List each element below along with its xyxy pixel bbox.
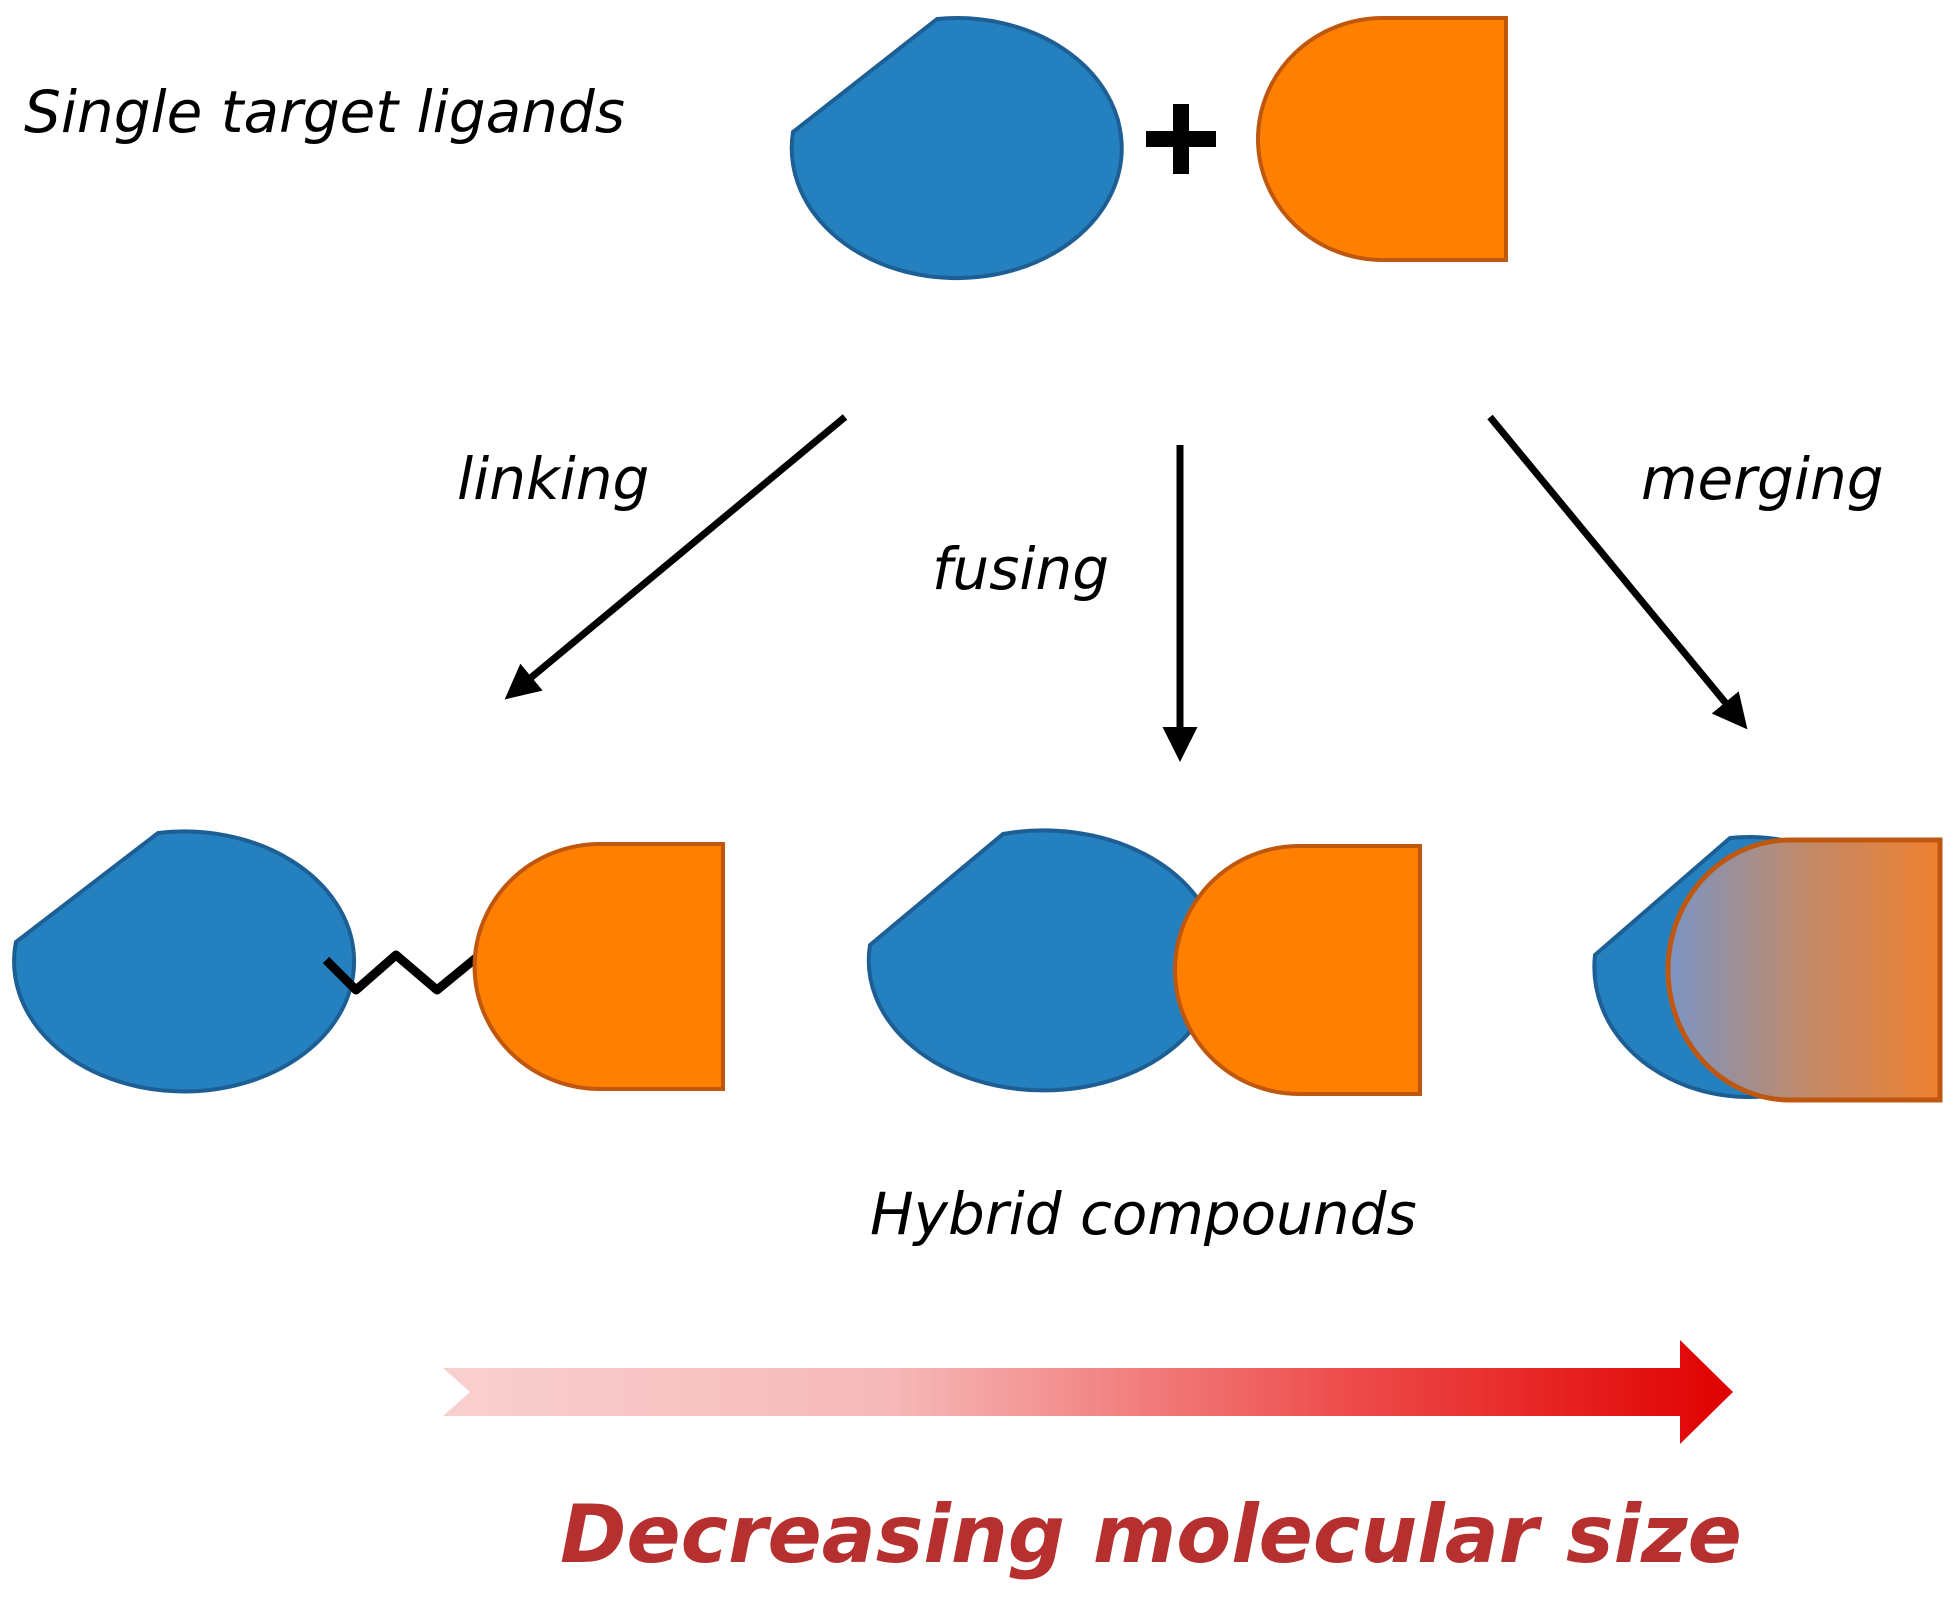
- gradient-arrow: [443, 1340, 1733, 1444]
- orange-d-shape-merged: [1665, 837, 1943, 1103]
- fusing-label: fusing: [932, 535, 1110, 603]
- orange-d-shape-fused: [1173, 844, 1422, 1096]
- hybrid-compounds-label: Hybrid compounds: [870, 1180, 1417, 1248]
- orange-d-shape-top: [1256, 16, 1508, 262]
- arrow-merging: [1487, 414, 1748, 730]
- arrow-linking: [504, 414, 848, 700]
- blue-teardrop-fused: [866, 828, 1221, 1093]
- orange-d-shape-linked: [472, 842, 725, 1091]
- merging-label: merging: [1641, 445, 1884, 513]
- blue-teardrop-top: [789, 16, 1124, 281]
- zigzag-linker: [322, 950, 479, 995]
- single-target-label: Single target ligands: [24, 78, 625, 146]
- linking-label: linking: [457, 445, 650, 513]
- decreasing-size-label: Decreasing molecular size: [560, 1488, 1742, 1581]
- blue-teardrop-linked: [12, 829, 357, 1094]
- plus-sign: [1146, 104, 1216, 174]
